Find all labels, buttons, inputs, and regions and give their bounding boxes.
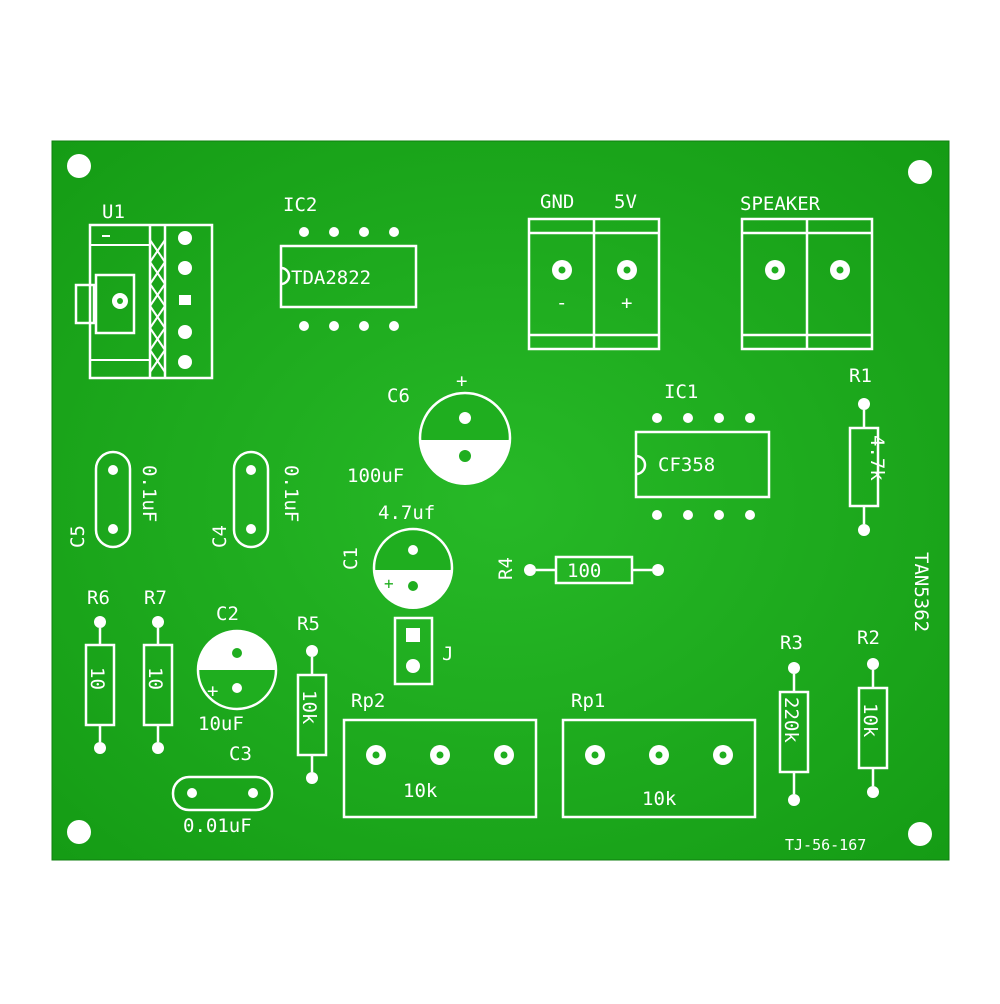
r1-ref-label: R1: [849, 365, 872, 387]
c3-ref-label: C3: [229, 743, 252, 765]
r3-value-label: 220k: [780, 697, 802, 743]
power-terminal: GND 5V - +: [527, 191, 661, 351]
rp1-ref-label: Rp1: [571, 690, 605, 712]
c6-ref-label: C6: [387, 385, 410, 407]
c3-value-label: 0.01uF: [183, 815, 252, 837]
j-ref-label: J: [442, 643, 453, 665]
r7-ref-label: R7: [144, 587, 167, 609]
r5-value-label: 10k: [298, 690, 320, 725]
r4-value-label: 100: [567, 560, 601, 582]
r5-footprint: R5 10k: [296, 613, 328, 784]
c2-footprint: C2 + 10uF: [196, 603, 278, 735]
rp2-value-label: 10k: [403, 780, 438, 802]
j-footprint: J: [393, 616, 453, 686]
rp1-footprint: Rp1 10k: [561, 690, 757, 819]
rp2-footprint: Rp2 10k: [342, 690, 538, 819]
r3-footprint: R3 220k: [778, 632, 810, 806]
mounting-hole-top-left: [67, 154, 91, 178]
c5-footprint: C5 0.1uF: [67, 450, 160, 549]
u1-ref-label: U1: [102, 201, 125, 223]
5v-plus-label: +: [621, 292, 632, 314]
ic2-footprint: IC2 TDA2822: [279, 194, 418, 331]
ic1-ref-label: IC1: [664, 381, 698, 403]
board-code-label: TJ-56-167: [785, 836, 866, 854]
c6-plus-label: +: [456, 370, 467, 392]
ic1-value-label: CF358: [658, 454, 715, 476]
r2-value-label: 10k: [859, 703, 881, 738]
gnd-minus-label: -: [556, 292, 567, 314]
r4-ref-label: R4: [495, 557, 517, 580]
c6-footprint: C6 + 100uF: [347, 370, 512, 487]
ic2-ref-label: IC2: [283, 194, 317, 216]
r3-ref-label: R3: [780, 632, 803, 654]
r7-footprint: R7 10: [142, 587, 174, 754]
r2-ref-label: R2: [857, 627, 880, 649]
r5-ref-label: R5: [297, 613, 320, 635]
c1-ref-label: C1: [340, 547, 362, 570]
c1-value-label: 4.7uf: [378, 502, 435, 524]
c3-footprint: C3 0.01uF: [171, 743, 274, 837]
r1-footprint: R1 4.7k: [848, 365, 888, 536]
u1-footprint: U1: [74, 201, 214, 380]
c2-value-label: 10uF: [198, 713, 244, 735]
c5-ref-label: C5: [67, 525, 89, 548]
c1-footprint: 4.7uf C1 +: [340, 502, 454, 609]
c4-ref-label: C4: [209, 525, 231, 548]
rp2-ref-label: Rp2: [351, 690, 385, 712]
ic2-value-label: TDA2822: [291, 267, 371, 289]
r4-footprint: R4 100: [495, 555, 664, 585]
board-id-label: TAN5362: [910, 552, 932, 632]
speaker-label: SPEAKER: [740, 193, 821, 215]
r7-value-label: 10: [144, 667, 166, 690]
r6-value-label: 10: [86, 667, 108, 690]
r2-footprint: R2 10k: [857, 627, 889, 798]
pcb-board: [51, 140, 950, 861]
c2-ref-label: C2: [216, 603, 239, 625]
c6-value-label: 100uF: [347, 465, 404, 487]
rp1-value-label: 10k: [642, 788, 677, 810]
gnd-label: GND: [540, 191, 574, 213]
ic1-footprint: IC1 CF358: [634, 381, 771, 520]
r6-ref-label: R6: [87, 587, 110, 609]
mounting-hole-bottom-right: [908, 822, 932, 846]
c4-footprint: C4 0.1uF: [209, 450, 302, 549]
c1-plus-label: +: [384, 574, 394, 593]
c5-value-label: 0.1uF: [138, 465, 160, 522]
mounting-hole-bottom-left: [67, 820, 91, 844]
mounting-hole-top-right: [908, 160, 932, 184]
r6-footprint: R6 10: [84, 587, 116, 754]
c2-plus-label: +: [207, 680, 218, 702]
5v-label: 5V: [614, 191, 637, 213]
speaker-terminal: SPEAKER: [740, 193, 874, 351]
r1-value-label: 4.7k: [866, 435, 888, 481]
c4-value-label: 0.1uF: [280, 465, 302, 522]
